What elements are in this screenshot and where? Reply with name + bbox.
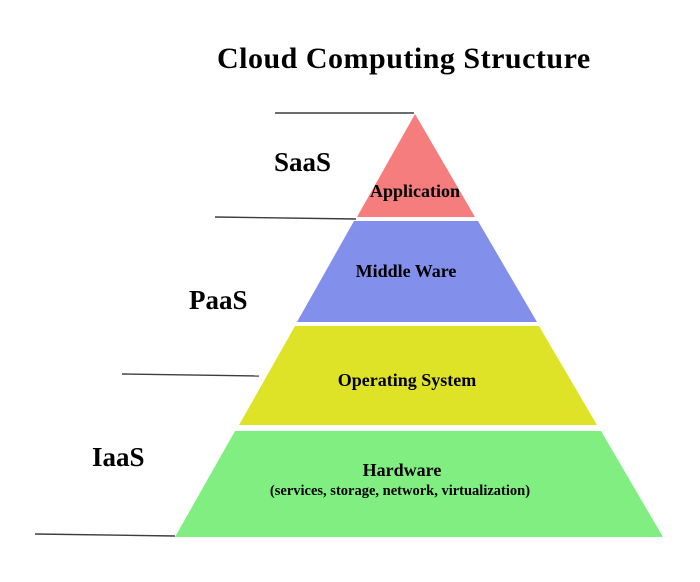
pyramid-layer-middleware [297,221,537,322]
leader-line-saas-paas [214,216,357,220]
pyramid-layer-application [357,114,475,217]
service-model-label-saas: SaaS [274,147,332,177]
leader-line-paas-iaas [121,373,260,377]
layer-label-hardware: Hardware [363,460,442,480]
pyramid-layer-hardware [175,431,663,537]
pyramid-layer-operating-system [239,326,597,425]
service-model-label-iaas: IaaS [92,442,145,472]
leader-line-iaas-bottom [34,533,176,537]
layer-label-application: Application [370,181,460,201]
page-title: Cloud Computing Structure [217,42,591,75]
layer-sublabel-hardware: (services, storage, network, virtualizat… [270,483,530,499]
service-model-label-paas: PaaS [189,285,248,315]
layer-label-middleware: Middle Ware [356,261,457,281]
layer-label-operating-system: Operating System [338,370,477,390]
